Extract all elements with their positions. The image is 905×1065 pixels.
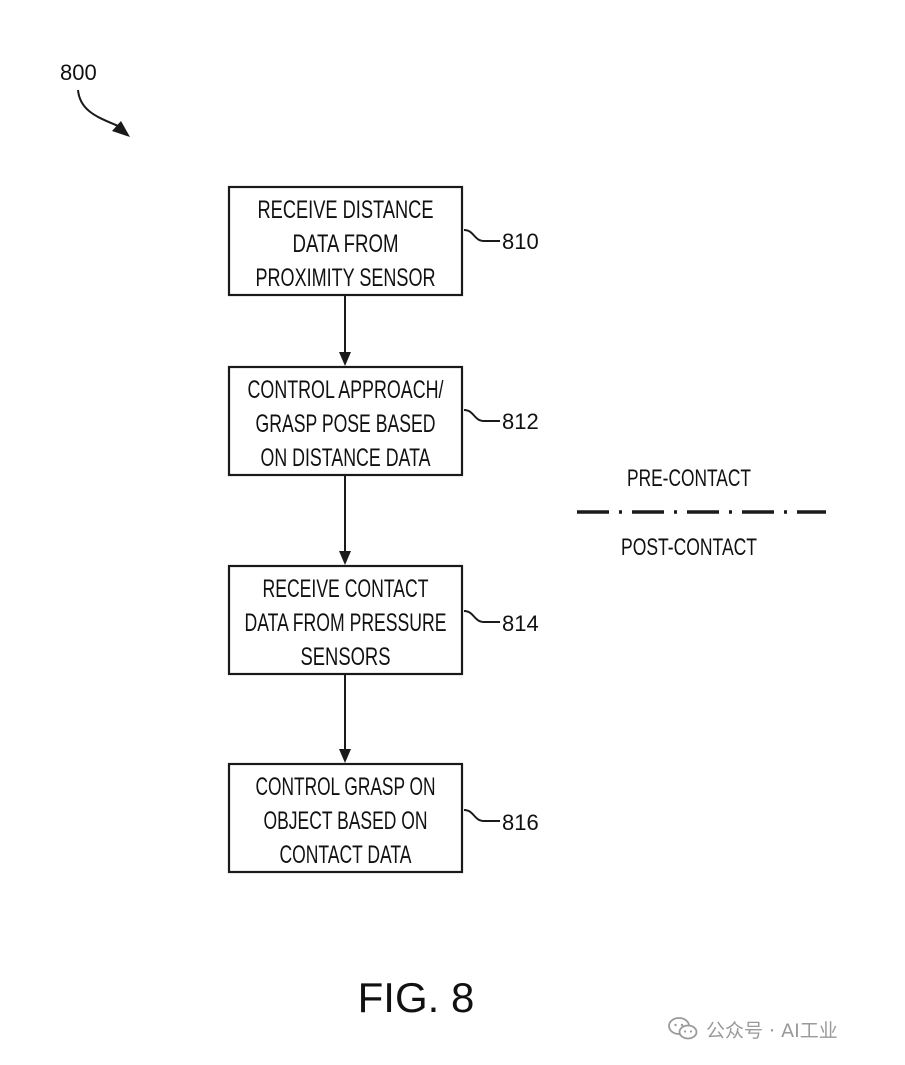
step-text-line: CONTACT DATA xyxy=(280,841,412,869)
step-text-line: PROXIMITY SENSOR xyxy=(256,264,436,292)
ref-leader xyxy=(463,809,500,822)
watermark-text: 公众号 · AI工业 xyxy=(706,1019,838,1042)
post-contact-label: POST-CONTACT xyxy=(621,534,757,561)
step-text-line: SENSORS xyxy=(301,643,391,671)
flow-arrowhead xyxy=(339,551,351,565)
flow-arrowhead xyxy=(339,749,351,763)
step-ref-number: 812 xyxy=(502,409,539,434)
watermark: 公众号 · AI工业 xyxy=(668,1014,838,1044)
step-box xyxy=(227,365,464,477)
figure-id-arrowhead xyxy=(112,121,130,137)
step-text-line: OBJECT BASED ON xyxy=(264,807,428,835)
ref-leader xyxy=(463,610,500,623)
wechat-icon xyxy=(668,1017,698,1040)
flow-arrowhead xyxy=(339,352,351,366)
step-text-line: CONTROL GRASP ON xyxy=(256,773,436,801)
step-text-line: GRASP POSE BASED xyxy=(256,410,436,438)
step-812: CONTROL APPROACH/ GRASP POSE BASED ON DI… xyxy=(227,365,539,477)
step-text-line: DATA FROM xyxy=(293,230,399,258)
step-text-line: RECEIVE DISTANCE xyxy=(258,196,434,224)
step-ref-number: 810 xyxy=(502,229,539,254)
step-ref-number: 816 xyxy=(502,810,539,835)
step-text-line: DATA FROM PRESSURE xyxy=(245,609,447,637)
step-box xyxy=(227,564,464,676)
step-ref-number: 814 xyxy=(502,611,539,636)
step-816: CONTROL GRASP ON OBJECT BASED ON CONTACT… xyxy=(227,762,539,874)
step-810: RECEIVE DISTANCE DATA FROM PROXIMITY SEN… xyxy=(227,185,539,297)
pre-contact-label: PRE-CONTACT xyxy=(627,465,751,492)
figure-caption: FIG. 8 xyxy=(358,974,475,1021)
ref-leader xyxy=(463,409,500,422)
figure-id-label: 800 xyxy=(60,60,97,85)
step-text-line: CONTROL APPROACH/ xyxy=(248,376,444,404)
step-text-line: ON DISTANCE DATA xyxy=(261,444,431,472)
figure-id-leader xyxy=(77,89,119,127)
step-box xyxy=(227,762,464,874)
step-814: RECEIVE CONTACT DATA FROM PRESSURE SENSO… xyxy=(227,564,539,676)
step-text-line: RECEIVE CONTACT xyxy=(263,575,429,603)
ref-leader xyxy=(463,229,500,242)
step-box xyxy=(227,185,464,297)
